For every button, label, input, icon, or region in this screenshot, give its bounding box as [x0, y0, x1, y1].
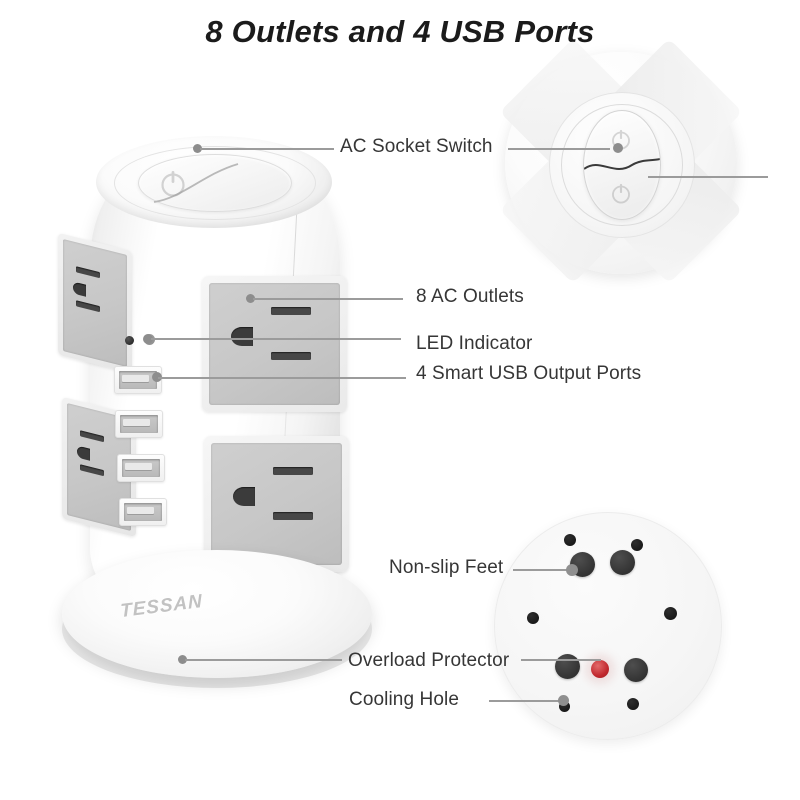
leader-dot-outlets [246, 294, 255, 303]
usb-port-2[interactable] [115, 410, 163, 438]
ac-outlet-front-top[interactable] [202, 276, 347, 412]
label-cooling-hole: Cooling Hole [349, 689, 459, 710]
label-ac-outlets: 8 AC Outlets [416, 286, 524, 307]
leader-line-protector-base [185, 659, 342, 661]
leader-dot-usb [152, 372, 162, 382]
outlet-face [211, 443, 342, 565]
non-slip-foot [610, 550, 635, 575]
leader-line-feet [513, 569, 576, 571]
detail-ring [561, 104, 683, 226]
leader-line-usb [158, 377, 406, 379]
base-disc [62, 550, 372, 678]
cooling-hole [664, 607, 677, 620]
outlet-slot [76, 300, 100, 313]
outlet-slot [271, 352, 311, 360]
detail-disc [494, 512, 722, 740]
leader-dot-protector-base [178, 655, 187, 664]
leader-dot-led [143, 334, 153, 344]
outlet-face [209, 283, 340, 405]
tower-cap-ring [114, 146, 316, 220]
outlet-slot [271, 307, 311, 315]
outlet-ground [231, 327, 253, 346]
cooling-hole [627, 698, 639, 710]
leader-line-protector [521, 659, 601, 661]
led-indicator-dark [125, 336, 134, 345]
leader-dot-switch [193, 144, 202, 153]
leader-dot-switch-detail [613, 143, 623, 153]
leader-line-cooling-hole [489, 700, 567, 702]
label-non-slip-feet: Non-slip Feet [389, 557, 504, 578]
power-icon [608, 180, 634, 206]
leader-line-outlets [253, 298, 403, 300]
usb-port-1[interactable] [114, 366, 162, 394]
outlet-slot [76, 266, 100, 279]
outlet-slot [80, 430, 104, 443]
label-overload-protector: Overload Protector [348, 650, 510, 671]
top-view-detail [499, 38, 743, 284]
overload-protector[interactable] [591, 660, 609, 678]
ac-socket-switch-detail[interactable] [583, 110, 661, 220]
leader-line-switch-right [508, 148, 610, 150]
non-slip-foot [555, 654, 580, 679]
bottom-view-detail [494, 512, 722, 740]
cooling-hole [559, 701, 570, 712]
ac-outlet-side-top[interactable] [58, 232, 132, 374]
label-usb-ports: 4 Smart USB Output Ports [416, 363, 642, 384]
outlet-ground [73, 281, 86, 297]
power-icon [156, 166, 190, 200]
outlet-slot [273, 512, 313, 520]
cooling-hole [631, 539, 643, 551]
ac-outlet-front-bottom[interactable] [204, 436, 349, 572]
leader-dot-feet [566, 564, 578, 576]
outlet-ground [77, 445, 90, 461]
usb-port-4[interactable] [119, 498, 167, 526]
page-title: 8 Outlets and 4 USB Ports [205, 14, 595, 49]
usb-port-3[interactable] [117, 454, 165, 482]
outlet-slot [80, 464, 104, 477]
leader-line-switch-left [200, 148, 334, 150]
product-tower: TESSAN [52, 118, 382, 688]
outlet-slot [273, 467, 313, 475]
label-led-indicator: LED Indicator [416, 333, 533, 354]
leader-line-led [151, 338, 401, 340]
non-slip-foot [624, 658, 648, 682]
leader-line-switch-detail [648, 176, 768, 178]
label-ac-socket-switch: AC Socket Switch [340, 136, 493, 157]
outlet-ground [233, 487, 255, 506]
cooling-hole [564, 534, 576, 546]
outlet-face [63, 239, 127, 367]
cooling-hole [527, 612, 539, 624]
leader-dot-cooling-hole [558, 695, 569, 706]
